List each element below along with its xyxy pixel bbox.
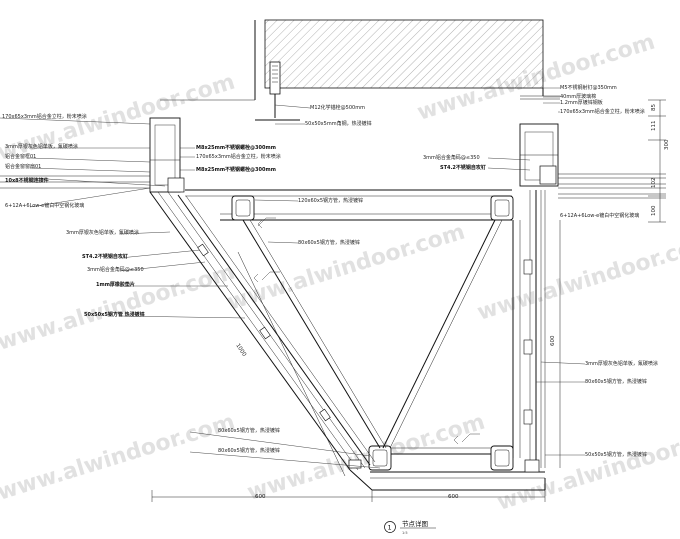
label-left-steel-tube-80b: 80x60x5钢方管，热浸镀锌 — [218, 447, 280, 454]
title-scale: 1:5 — [402, 531, 408, 535]
dim-right-part-1: 85 — [651, 104, 657, 111]
label-left-window-sash: 铝合金窗窗扇01 — [5, 163, 41, 170]
dim-right-part-3: 102 — [651, 178, 657, 189]
label-left-glass: 6+12A+6Low-e镀白中空钢化玻璃 — [5, 202, 84, 209]
bottom-steel-tube — [368, 445, 545, 479]
label-right-mullion: 170x65x3mm铝合金立柱，粉末喷涂 — [560, 108, 645, 115]
label-left-gasket: 1mm厚橡胶垫片 — [96, 281, 135, 288]
label-shooting-nail: M5不锈钢射钉@350mm — [560, 84, 617, 91]
right-leaders — [487, 87, 586, 456]
label-galvanized-sheet: 1.2mm厚镀锌钢板 — [560, 99, 603, 106]
watermark: www.alwindoor.com — [0, 410, 238, 506]
left-glazing — [0, 175, 150, 189]
label-left-steel-tube-50: 50x50x5钢方管 热浸镀锌 — [84, 311, 145, 318]
label-left-panel-2: 3mm厚银灰色铝单板，氟碳喷涂 — [66, 229, 139, 236]
dim-right-vertical: 600 — [550, 335, 556, 346]
label-right-panel: 3mm厚银灰色铝单板，氟碳喷涂 — [585, 360, 658, 367]
left-labels: 170x65x3mm铝合金立柱，粉末喷涂 3mm厚银灰色铝单板，氟碳喷涂 铝合金… — [2, 113, 280, 454]
label-bolt-2: M8x25mm不锈钢螺栓@300mm — [196, 166, 276, 173]
label-bolt-1: M8x25mm不锈钢螺栓@300mm — [196, 144, 276, 151]
dim-bottom-left: 600 — [255, 494, 266, 500]
center-leaders — [180, 104, 311, 244]
dim-right-part-4: 100 — [651, 205, 657, 216]
label-right-steel-tube-80: 80x60x5钢方管，热浸镀锌 — [585, 378, 647, 385]
label-glass-wool: 40mm厚玻璃棉 — [560, 93, 596, 100]
label-steel-tube-120: 120x60x5钢方管，热浸镀锌 — [298, 197, 363, 204]
dim-right-part-2: 111 — [651, 121, 657, 132]
drawing-title: 1 节点详图 1:5 — [384, 519, 436, 535]
left-mullion — [149, 117, 185, 193]
dim-bottom-right: 600 — [448, 494, 459, 500]
label-right-screw: ST4.2不锈钢自攻钉 — [440, 164, 486, 171]
right-clips — [523, 259, 533, 425]
label-left-screw: ST4.2不锈钢自攻钉 — [82, 253, 128, 260]
dim-right-top: 300 — [664, 139, 670, 150]
title-text: 节点详图 — [402, 519, 428, 528]
right-vertical-tube — [512, 190, 546, 468]
truss-diagonal — [242, 219, 503, 449]
concrete-slab — [160, 19, 560, 101]
label-left-steel-tube-80a: 80x60x5钢方管，热浸镀锌 — [218, 427, 280, 434]
weld-symbols — [253, 217, 480, 445]
title-number: 1 — [388, 524, 392, 532]
left-leaders — [0, 117, 381, 469]
label-left-angle-clip: 3mm铝合金角码@≤350 — [87, 266, 144, 273]
right-glazing — [558, 173, 666, 199]
watermark: www.alwindoor.com — [0, 260, 238, 356]
watermark: www.alwindoor.com — [474, 230, 680, 326]
label-left-mullion: 170x65x3mm铝合金立柱，粉末喷涂 — [2, 113, 87, 120]
center-labels: M12化学锚栓@500mm 50x50x5mm角钢，热浸镀锌 M8x25mm不锈… — [196, 104, 372, 246]
right-mullion — [519, 123, 559, 187]
slanted-facade — [149, 191, 546, 491]
dim-diagonal: 1000 — [234, 343, 247, 358]
top-steel-tube — [185, 189, 514, 221]
watermark: www.alwindoor.com — [244, 410, 487, 506]
label-right-glass: 6+12A+6Low-e镀白中空钢化玻璃 — [560, 212, 639, 219]
anchor-bolt — [255, 61, 300, 121]
label-left-aluminum-panel: 3mm厚银灰色铝单板，氟碳喷涂 — [5, 143, 78, 150]
label-chem-anchor: M12化学锚栓@500mm — [310, 104, 365, 111]
label-left-connector: 10x8不锈钢连接件 — [5, 177, 49, 184]
right-labels: M5不锈钢射钉@350mm 40mm厚玻璃棉 1.2mm厚镀锌钢板 170x65… — [423, 84, 658, 458]
label-steel-tube-80: 80x60x5钢方管，热浸镀锌 — [298, 239, 360, 246]
watermark: www.alwindoor.com — [494, 420, 680, 516]
label-left-window-frame: 铝合金窗框01 — [5, 153, 36, 160]
label-right-steel-tube-50: 50x50x5钢方管，热浸镀锌 — [585, 451, 647, 458]
label-angle-steel: 50x50x5mm角钢，热浸镀锌 — [305, 120, 372, 127]
label-right-angle-clip: 3mm铝合金角码@≤350 — [423, 154, 480, 161]
label-center-mullion: 170x65x3mm铝合金立柱，粉末喷涂 — [196, 153, 281, 160]
